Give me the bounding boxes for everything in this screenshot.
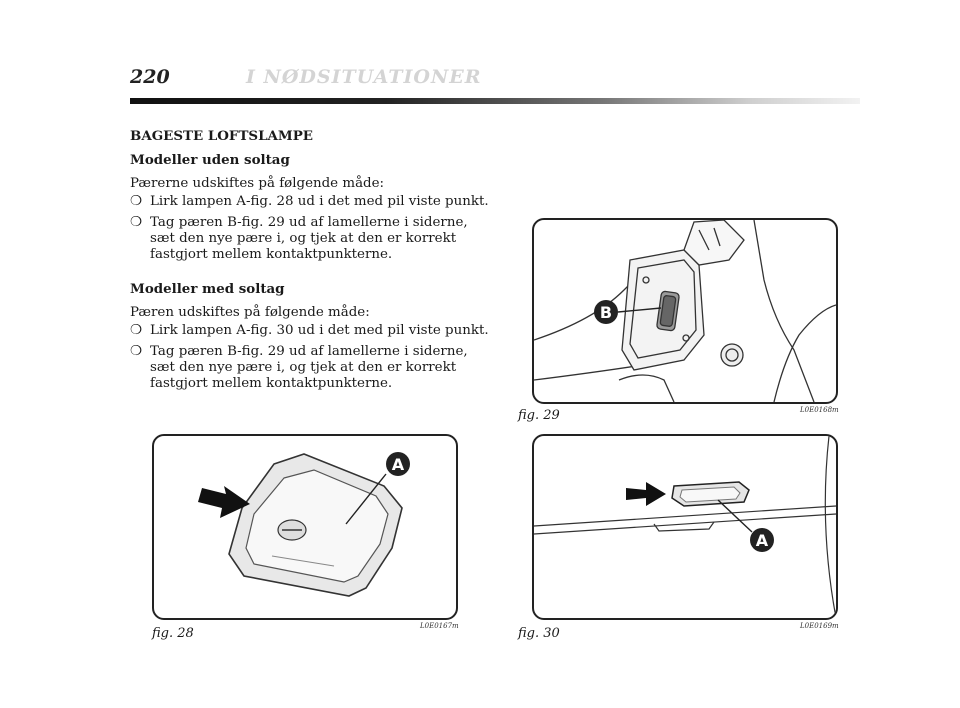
intro-sunroof: Pæren udskiftes på følgende måde: xyxy=(130,305,370,320)
lamp-cover-illustration: A xyxy=(198,452,410,597)
figure-29-code: L0E0168m xyxy=(800,406,839,414)
bullet-icon: ❍ xyxy=(130,194,143,209)
callout-b-label: B xyxy=(600,303,612,322)
figure-29-illustration: B xyxy=(532,218,838,404)
page-number: 220 xyxy=(130,66,170,88)
figure-28-label: fig. 28 xyxy=(152,626,194,641)
step-text: Lirk lampen A-fig. 30 ud i det med pil v… xyxy=(150,323,489,338)
header-rule xyxy=(130,98,860,104)
step-text: Tag pæren B-fig. 29 ud af lamellerne i s… xyxy=(150,344,468,391)
arrow-icon xyxy=(626,482,666,506)
arrow-icon xyxy=(198,486,250,518)
callout-b-badge xyxy=(594,300,618,324)
step-item: ❍ Lirk lampen A-fig. 28 ud i det med pil… xyxy=(130,194,490,210)
bullet-icon: ❍ xyxy=(130,323,143,338)
figure-28-illustration: A xyxy=(152,434,458,620)
figure-30-code: L0E0169m xyxy=(800,622,839,630)
figure-30-illustration: A xyxy=(532,434,838,620)
callout-a-label: A xyxy=(392,455,405,474)
open-lamp-bulb-illustration: B xyxy=(534,220,836,402)
step-text: Tag pæren B-fig. 29 ud af lamellerne i s… xyxy=(150,215,468,262)
figure-30-label: fig. 30 xyxy=(518,626,560,641)
callout-a-badge xyxy=(386,452,410,476)
figure-29-label: fig. 29 xyxy=(518,408,560,423)
subsection-title-sunroof: Modeller med soltag xyxy=(130,281,285,297)
step-item: ❍ Lirk lampen A-fig. 30 ud i det med pil… xyxy=(130,323,490,339)
intro-no-sunroof: Pærerne udskiftes på følgende måde: xyxy=(130,176,385,191)
callout-a-badge xyxy=(750,528,774,552)
subsection-title-no-sunroof: Modeller uden soltag xyxy=(130,152,290,168)
figure-28-code: L0E0167m xyxy=(420,622,459,630)
bullet-icon: ❍ xyxy=(130,344,143,359)
chapter-title: I NØDSITUATIONER xyxy=(246,66,482,88)
step-item: ❍ Tag pæren B-fig. 29 ud af lamellerne i… xyxy=(130,344,490,392)
step-item: ❍ Tag pæren B-fig. 29 ud af lamellerne i… xyxy=(130,215,490,263)
sunroof-lamp-illustration: A xyxy=(534,436,836,618)
step-text: Lirk lampen A-fig. 28 ud i det med pil v… xyxy=(150,194,489,209)
callout-a-label: A xyxy=(756,531,769,550)
section-title: BAGESTE LOFTSLAMPE xyxy=(130,128,313,144)
bullet-icon: ❍ xyxy=(130,215,143,230)
